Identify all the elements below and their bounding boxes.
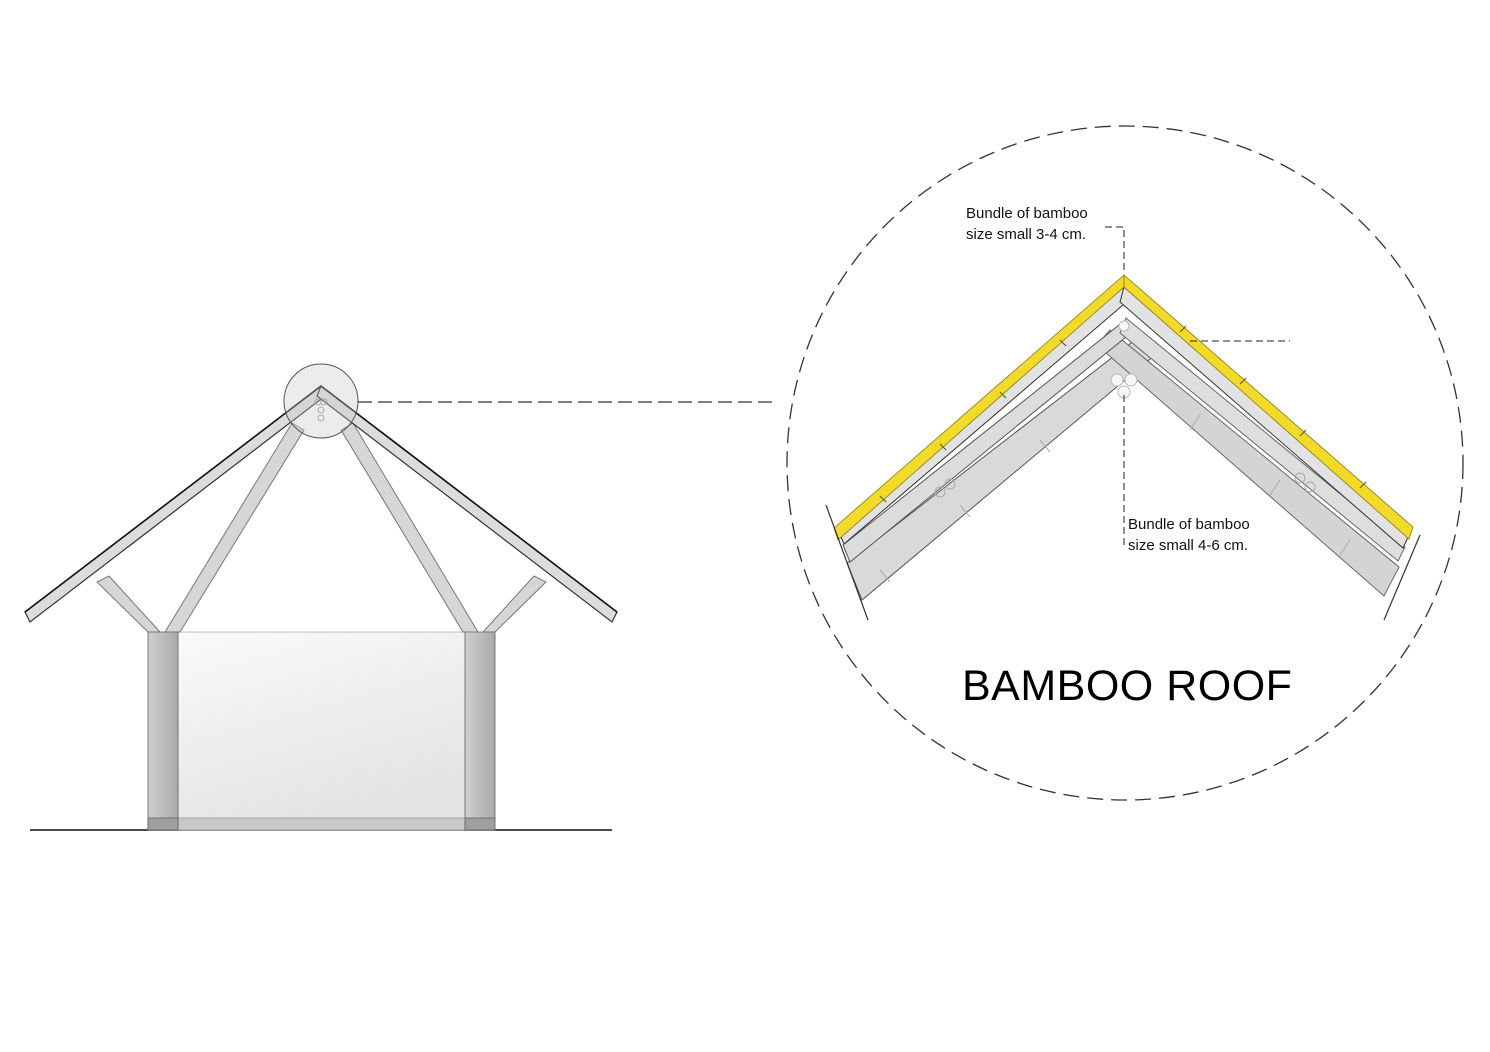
label-bottom-bundle: Bundle of bamboo size small 4-6 cm. — [1128, 514, 1250, 556]
bamboo-node-marks — [879, 414, 1351, 583]
top-label-leader — [1105, 226, 1125, 272]
ridge-bundle-marks — [314, 398, 328, 422]
detail-view — [786, 125, 1464, 801]
label-top-line1: Bundle of bamboo — [966, 205, 1088, 222]
right-post-base — [464, 817, 496, 831]
right-rafter-edge — [320, 385, 618, 613]
left-post-base — [147, 817, 179, 831]
right-rafter — [316, 385, 618, 623]
left-rafter — [24, 385, 326, 623]
left-short-strut — [96, 575, 162, 633]
label-top-line2: size small 3-4 cm. — [966, 226, 1087, 243]
left-end-cut-line — [825, 504, 869, 621]
label-top-bundle: Bundle of bamboo size small 3-4 cm. — [966, 203, 1088, 245]
label-bottom-line1: Bundle of bamboo — [1128, 516, 1250, 533]
left-rafter-edge — [24, 385, 322, 613]
detail-lower-rafter-left — [846, 335, 1156, 601]
left-long-strut — [164, 422, 305, 633]
detail-upper-strip-left — [837, 286, 1131, 545]
label-bottom-line2: size small 4-6 cm. — [1128, 537, 1249, 554]
ridge-bamboo-bundle — [1110, 320, 1138, 399]
wall-base — [177, 817, 466, 831]
covering-tick-marks — [879, 325, 1367, 503]
wall-panel — [177, 631, 466, 831]
right-end-cut-line — [1383, 534, 1421, 621]
detail-upper-strip-right — [1119, 286, 1410, 549]
right-short-strut — [481, 575, 547, 633]
left-post — [147, 631, 179, 831]
detail-circle — [786, 125, 1464, 801]
diagram-title: BAMBOO ROOF — [962, 662, 1293, 710]
detail-lower-rafter-right — [1096, 329, 1400, 597]
right-post — [464, 631, 496, 831]
detail-middle-strip-left — [842, 324, 1127, 563]
house-section — [24, 363, 772, 831]
